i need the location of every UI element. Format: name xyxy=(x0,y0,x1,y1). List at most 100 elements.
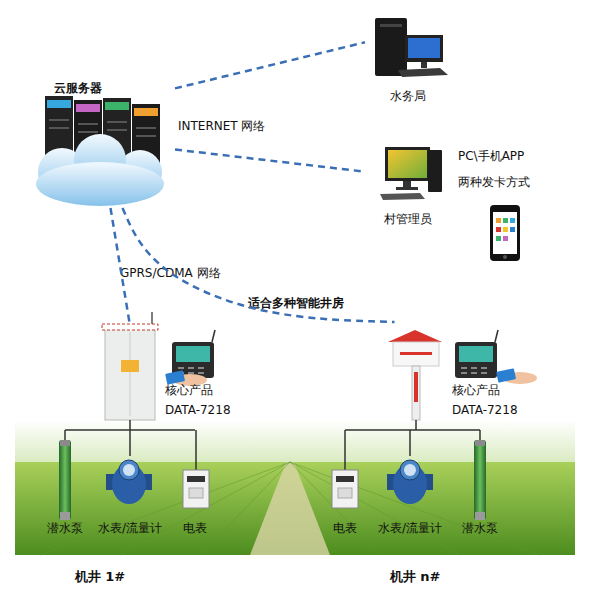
power-meter-node: 电表 xyxy=(320,438,370,538)
phone-screen xyxy=(493,212,517,254)
monitor xyxy=(405,35,443,62)
dashed-connector xyxy=(111,208,130,322)
note-label: PC\手机APP xyxy=(458,149,524,163)
controller-keys xyxy=(461,368,487,373)
meter-glass xyxy=(123,464,135,476)
keyboard xyxy=(398,68,448,77)
node-text: 水务局 xyxy=(365,89,450,103)
road xyxy=(250,462,330,555)
pc-tower xyxy=(375,18,407,76)
power-meter-node: 电表 xyxy=(170,438,220,538)
pc-tower xyxy=(428,150,442,192)
pump-cap xyxy=(60,440,70,446)
phone-button xyxy=(503,255,507,259)
cabinet-roof xyxy=(102,324,158,330)
village-admin-node: 村管理员 xyxy=(365,140,450,228)
node-text: 电表 xyxy=(320,521,370,535)
note-label: 两种发卡方式 xyxy=(458,175,530,189)
meter-display xyxy=(336,476,354,482)
sky-haze xyxy=(15,420,575,465)
network-label: GPRS/CDMA 网络 xyxy=(120,266,221,280)
antenna xyxy=(212,330,215,342)
server-slots xyxy=(49,120,156,136)
water-meter-symbol xyxy=(112,464,146,504)
server-band xyxy=(76,104,100,112)
pole-box xyxy=(393,342,439,366)
monitor-base xyxy=(396,187,418,190)
well-site: 机井 n# 核心产品DATA-7218 电表水表/流量计潜水泵 xyxy=(300,322,570,592)
node-text: DATA-7218 xyxy=(452,403,525,417)
app-icon xyxy=(510,218,515,223)
server-band xyxy=(105,102,129,110)
controller-device: 核心产品DATA-7218 xyxy=(440,338,525,422)
box-roof xyxy=(388,330,442,342)
phone xyxy=(490,205,520,261)
app-icon xyxy=(496,227,501,232)
meter-glass xyxy=(404,464,416,476)
node-text: 村管理员 xyxy=(365,212,450,226)
node-text: 水表/流量计 xyxy=(370,521,450,535)
monitor-stand xyxy=(403,181,411,187)
pc-drive xyxy=(380,24,402,27)
node-text: 电表 xyxy=(170,521,220,535)
app-icon xyxy=(496,218,501,223)
cloud-part xyxy=(36,162,164,206)
node-text: 机井 1# xyxy=(35,569,165,585)
pump-cap xyxy=(475,512,485,520)
server-band xyxy=(134,108,158,116)
node-text: 潜水泵 xyxy=(35,521,95,535)
controller-device: 核心产品DATA-7218 xyxy=(160,338,240,422)
well-site: 机井 1# 核心产品DATA-7218 潜水泵水表/流量计电表 xyxy=(15,322,275,592)
app-icon xyxy=(503,227,508,232)
field xyxy=(15,462,575,555)
app-icon xyxy=(496,236,501,241)
controller-body xyxy=(455,342,497,378)
node-text: 机井 n# xyxy=(350,569,480,585)
node-text: 潜水泵 xyxy=(450,521,510,535)
network-label: INTERNET 网络 xyxy=(178,119,265,133)
cabinet-door-line xyxy=(130,332,131,416)
controller-display xyxy=(459,346,493,362)
warning-plate xyxy=(121,360,139,372)
field-rows xyxy=(40,462,540,555)
app-icon xyxy=(503,236,508,241)
controller-display xyxy=(176,346,210,362)
antenna xyxy=(151,312,153,324)
power-meter-symbol xyxy=(332,470,358,508)
control-cabinet xyxy=(105,328,155,420)
pump-cap xyxy=(475,440,485,446)
cloud-server-node: 云服务器 xyxy=(25,78,175,208)
node-text: 云服务器 xyxy=(33,81,123,95)
meter-dial xyxy=(119,460,139,480)
keyboard xyxy=(380,193,425,200)
meter-window xyxy=(189,488,203,498)
pump-cap xyxy=(60,512,70,520)
caption-label: 适合多种智能井房 xyxy=(248,296,344,310)
monitor-screen xyxy=(388,150,427,178)
antenna xyxy=(495,330,498,342)
water-meter-symbol xyxy=(393,464,427,504)
ic-card xyxy=(496,368,516,383)
monitor-stand xyxy=(421,62,427,68)
pump-node: 潜水泵 xyxy=(450,438,510,538)
monitor xyxy=(385,147,430,181)
pole-stripe xyxy=(414,372,418,402)
dashed-connector xyxy=(123,208,395,322)
power-meter-symbol xyxy=(183,470,209,508)
node-text: 核心产品 xyxy=(165,383,240,397)
meter-dial xyxy=(400,460,420,480)
dashed-connector xyxy=(175,42,365,88)
meter-display xyxy=(187,476,205,482)
monitor-screen xyxy=(408,38,440,58)
pump-node: 潜水泵 xyxy=(35,438,95,538)
app-icon xyxy=(510,227,515,232)
pole xyxy=(412,366,420,420)
water-meter-node: 水表/流量计 xyxy=(90,438,170,538)
ic-card xyxy=(165,370,185,385)
water-bureau-node: 水务局 xyxy=(365,10,450,105)
dashed-connector xyxy=(175,150,365,172)
box-stripe xyxy=(400,352,432,355)
pump-symbol xyxy=(474,440,486,520)
